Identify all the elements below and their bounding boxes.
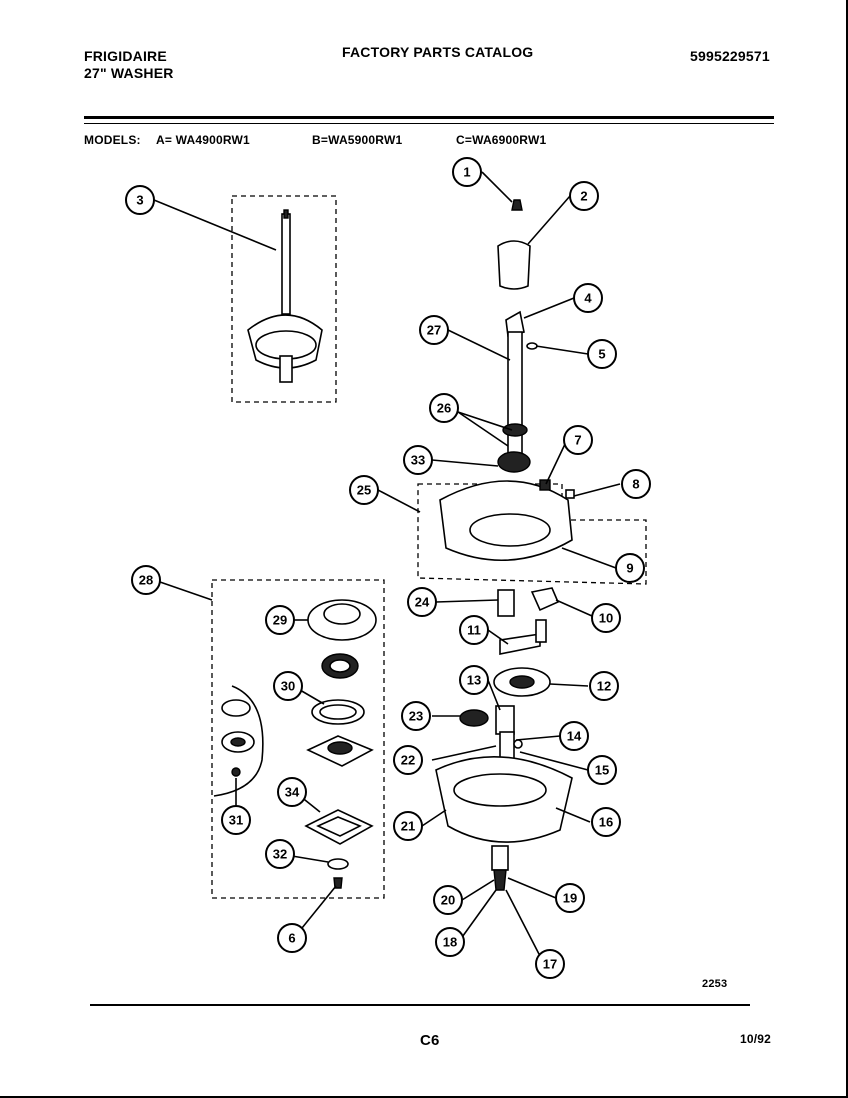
callout-7: 7 — [563, 425, 593, 455]
callout-2: 2 — [569, 181, 599, 211]
callout-5: 5 — [587, 339, 617, 369]
callout-18: 18 — [435, 927, 465, 957]
models-label: MODELS: — [84, 133, 141, 147]
callout-13: 13 — [459, 665, 489, 695]
callout-23: 23 — [401, 701, 431, 731]
callout-34: 34 — [277, 777, 307, 807]
catalog-part-number: 5995229571 — [690, 48, 770, 64]
svg-text:20: 20 — [441, 893, 455, 908]
catalog-title: FACTORY PARTS CATALOG — [342, 44, 534, 60]
callout-32: 32 — [265, 839, 295, 869]
main-transmission-stack-drawing — [435, 199, 575, 891]
svg-text:13: 13 — [467, 673, 481, 688]
svg-text:24: 24 — [415, 595, 430, 610]
svg-text:10: 10 — [599, 611, 613, 626]
svg-text:16: 16 — [599, 815, 613, 830]
drawing-number: 2253 — [702, 978, 728, 990]
svg-text:33: 33 — [411, 453, 425, 468]
callout-15: 15 — [587, 755, 617, 785]
callout-9: 9 — [615, 553, 645, 583]
callout-31: 31 — [221, 805, 251, 835]
svg-text:26: 26 — [437, 401, 451, 416]
callout-28: 28 — [131, 565, 161, 595]
callout-11: 11 — [459, 615, 489, 645]
svg-text:27: 27 — [427, 323, 441, 338]
callout-1: 1 — [452, 157, 482, 187]
svg-text:11: 11 — [467, 623, 481, 638]
callout-16: 16 — [591, 807, 621, 837]
model-b: B=WA5900RW1 — [312, 133, 403, 147]
svg-text:21: 21 — [401, 819, 415, 834]
callout-3: 3 — [125, 185, 155, 215]
svg-text:5: 5 — [598, 347, 605, 362]
svg-text:34: 34 — [285, 785, 300, 800]
callout-26: 26 — [429, 393, 459, 423]
callout-33: 33 — [403, 445, 433, 475]
svg-text:31: 31 — [229, 813, 243, 828]
model-c: C=WA6900RW1 — [456, 133, 547, 147]
callout-14: 14 — [559, 721, 589, 751]
svg-text:23: 23 — [409, 709, 423, 724]
seal-bearing-kit-drawing — [213, 599, 377, 889]
callout-6: 6 — [277, 923, 307, 953]
model-a: A= WA4900RW1 — [156, 133, 250, 147]
agitator-shaft-assembly-drawing — [247, 209, 323, 383]
assembly-25-group-box — [417, 483, 647, 585]
svg-text:32: 32 — [273, 847, 287, 862]
svg-text:8: 8 — [632, 477, 639, 492]
callout-8: 8 — [621, 469, 651, 499]
callout-10: 10 — [591, 603, 621, 633]
page-frame-bottom — [0, 1096, 848, 1098]
callout-19: 19 — [555, 883, 585, 913]
svg-text:4: 4 — [584, 291, 592, 306]
revision-date: 10/92 — [740, 1032, 772, 1046]
svg-text:17: 17 — [543, 957, 557, 972]
svg-text:29: 29 — [273, 613, 287, 628]
svg-text:15: 15 — [595, 763, 609, 778]
page-number: C6 — [420, 1032, 440, 1049]
callout-22: 22 — [393, 745, 423, 775]
footer-rule — [90, 1004, 750, 1006]
svg-text:25: 25 — [357, 483, 371, 498]
svg-text:9: 9 — [626, 561, 633, 576]
svg-text:2: 2 — [580, 189, 587, 204]
callout-4: 4 — [573, 283, 603, 313]
svg-text:28: 28 — [139, 573, 153, 588]
svg-text:19: 19 — [563, 891, 577, 906]
page-frame-right — [846, 0, 848, 1098]
callout-20: 20 — [433, 885, 463, 915]
svg-text:18: 18 — [443, 935, 457, 950]
brand-name: FRIGIDAIRE — [84, 48, 167, 64]
callout-24: 24 — [407, 587, 437, 617]
assembly-28-group-box — [211, 579, 385, 899]
callout-21: 21 — [393, 811, 423, 841]
callout-25: 25 — [349, 475, 379, 505]
assembly-3-group-box — [231, 195, 337, 403]
callout-17: 17 — [535, 949, 565, 979]
callout-29: 29 — [265, 605, 295, 635]
callout-27: 27 — [419, 315, 449, 345]
svg-text:7: 7 — [574, 433, 581, 448]
svg-text:12: 12 — [597, 679, 611, 694]
header-rule-thin — [84, 123, 774, 124]
callout-30: 30 — [273, 671, 303, 701]
product-name: 27" WASHER — [84, 65, 174, 81]
leader-lines — [153, 171, 621, 957]
svg-text:14: 14 — [567, 729, 582, 744]
svg-text:1: 1 — [463, 165, 470, 180]
svg-text:22: 22 — [401, 753, 415, 768]
callout-12: 12 — [589, 671, 619, 701]
svg-text:6: 6 — [288, 931, 295, 946]
svg-text:3: 3 — [136, 193, 143, 208]
header-rule — [84, 116, 774, 119]
svg-text:30: 30 — [281, 679, 295, 694]
